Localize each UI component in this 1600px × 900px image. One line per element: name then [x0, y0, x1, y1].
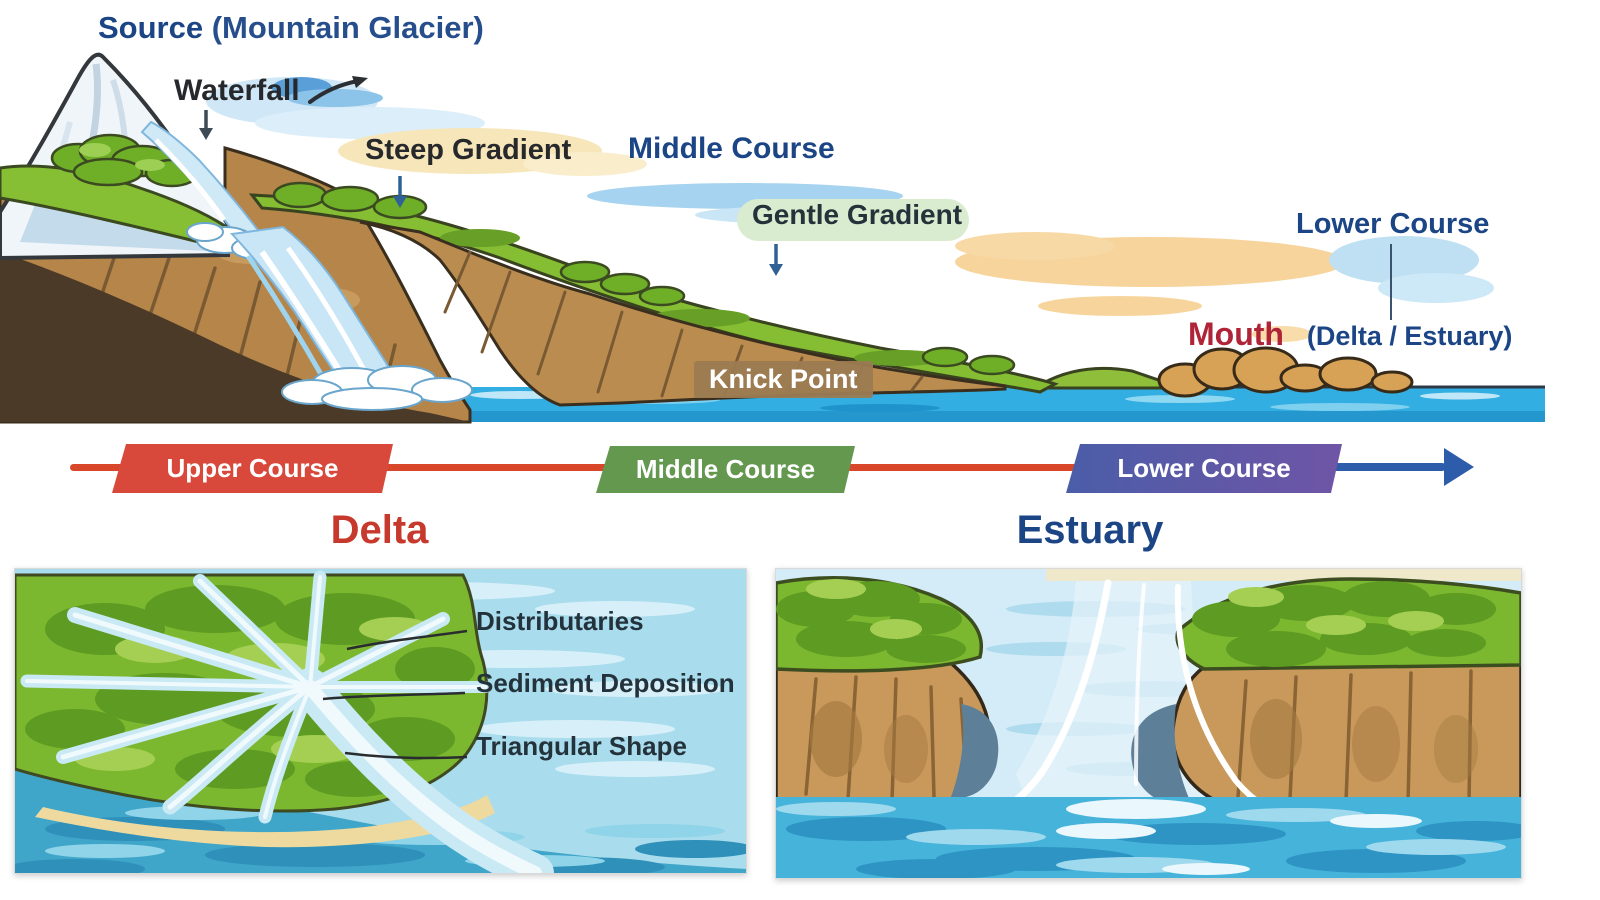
annotation-leader-lines [322, 629, 468, 760]
source-label-sub: (Mountain Glacier) [211, 10, 484, 45]
upper-course-badge-label: Upper Course [166, 453, 339, 483]
source-label: Source (Mountain Glacier) [98, 10, 484, 46]
delta-illustration [5, 569, 755, 892]
upper-green-ledge [0, 133, 227, 248]
delta-label-triangular-shape: Triangular Shape [476, 731, 687, 761]
mouth-boulders [1157, 346, 1414, 398]
source-label-main: Source [98, 10, 204, 45]
course-arrowhead-icon [1444, 448, 1474, 486]
middle-course-badge: Middle Course [596, 446, 855, 493]
waterfall-cascades [140, 120, 473, 411]
distributary-highlights [25, 575, 542, 880]
gentle-gradient-label: Gentle Gradient [752, 199, 963, 230]
down-arrow-icon [199, 110, 213, 140]
mouth-label-sub: (Delta / Estuary) [1306, 321, 1513, 351]
waterfall-foam-bottom [281, 365, 473, 411]
estuary-panel [774, 568, 1536, 879]
course-line-blue [1330, 463, 1446, 471]
delta-label-distributaries: Distributaries [476, 606, 644, 636]
estuary-sea [776, 797, 1536, 879]
middle-course-label: Middle Course [628, 132, 835, 165]
upper-course-badge: Upper Course [112, 444, 393, 493]
waterfall-flow-arrow-icon [308, 76, 368, 104]
lower-course-badge: Lower Course [1066, 444, 1342, 493]
delta-sand-beach [35, 795, 495, 848]
delta-title: Delta [330, 508, 429, 552]
lower-course-pointer-line [1390, 244, 1392, 320]
mouth-label-main: Mouth [1188, 316, 1284, 352]
waterfall-label: Waterfall [174, 74, 300, 107]
estuary-title: Estuary [1016, 508, 1164, 552]
mouth-label: Mouth (Delta / Estuary) [1188, 316, 1512, 353]
lower-course-badge-label: Lower Course [1117, 453, 1291, 483]
knick-point-label: Knick Point [694, 361, 873, 398]
dark-rock-base [0, 252, 470, 422]
delta-label-sediment-deposition: Sediment Deposition [476, 668, 735, 698]
sky-clouds [206, 77, 1494, 342]
delta-panel [5, 568, 755, 892]
green-slope [248, 181, 1059, 394]
right-headland [1131, 577, 1523, 809]
estuary-illustration [774, 569, 1536, 879]
down-arrow-icon [393, 176, 407, 208]
lower-course-label: Lower Course [1296, 208, 1490, 240]
steep-gradient-label: Steep Gradient [365, 134, 572, 166]
middle-course-badge-label: Middle Course [635, 454, 816, 484]
down-arrow-icon [769, 244, 783, 276]
course-line-red [70, 464, 1120, 471]
left-headland [774, 576, 999, 809]
